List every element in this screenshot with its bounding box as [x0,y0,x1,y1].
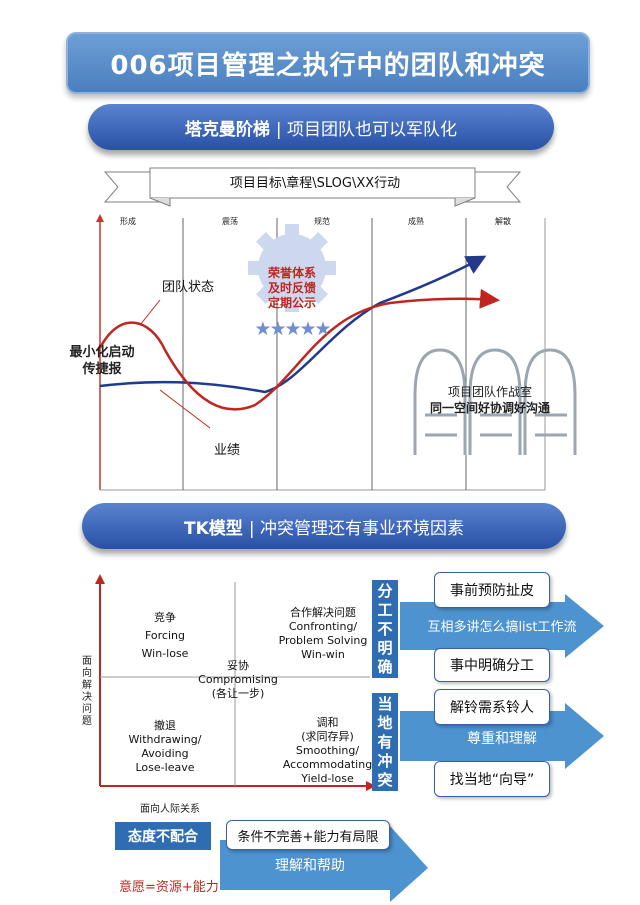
quadrant-line: Forcing [144,629,185,642]
tk-pill-subtitle: | 冲突管理还有事业环境因素 [248,518,464,539]
gear-icon [248,224,336,312]
quadrant-line: 妥协 [227,659,249,672]
arrow-a-text: 互相多讲怎么搞list工作流 [427,620,577,635]
team-state-pointer [139,299,161,326]
tk-pill-title: TK模型 [184,518,243,539]
tuckman-pill-subtitle: | 项目团队也可以军队化 [275,119,458,140]
tuckman-pill-title: 塔克曼阶梯 [184,119,270,140]
war-room-line: 同一空间好协调好沟通 [429,401,550,415]
quadrant-line: Compromising [198,673,278,686]
goal-banner [103,167,522,207]
stage-performing: 成熟 [408,217,424,226]
label-unclear-division: 分 工 不 明 确 [372,580,398,678]
quadrant-line: 竞争 [154,611,176,624]
label-char: 冲 [377,751,393,770]
performance-curve [99,255,487,394]
chairs-icon [413,348,577,455]
quadrant-line: 调和 [316,716,339,729]
page-title: 006项目管理之执行中的团队和冲突 [66,32,590,94]
quadrant-line: (各让一步) [211,687,265,700]
honor-badge: 荣誉体系 及时反馈 定期公示 [252,266,332,311]
label-char: 确 [377,657,393,676]
badge-line: 荣誉体系 [267,266,316,280]
quadrant-line: (求同存异) [301,730,354,743]
tk-pill: TK模型 | 冲突管理还有事业环境因素 [82,503,566,549]
quadrant-line: Problem Solving [278,634,368,647]
team-state-label: 团队状态 [162,280,215,295]
quadrant-line: 撤退 [154,719,176,732]
stage-storming: 震荡 [222,217,238,226]
goal-banner-text: 项目目标\章程\SLOG\XX行动 [229,176,401,191]
left-note-line: 最小化启动 [69,345,135,360]
quadrant-line: Win-lose [141,647,189,660]
tk-y-label: 面向解决问题 [82,656,92,727]
team-state-curve [98,288,500,411]
label-char: 明 [377,638,393,657]
box-prevent-disputes: 事前预防扯皮 [434,572,550,608]
label-local-conflict: 当 地 有 冲 突 [372,693,398,791]
quadrant-problem-solving: 合作解决问题 Confronting/ Problem Solving Win-… [278,606,368,662]
tk-x-label: 面向人际关系 [140,804,200,815]
performance-pointer [159,389,211,429]
box-tie-the-bell: 解铃需系铃人 [434,689,550,725]
label-char: 工 [377,600,393,619]
box-local-guide: 找当地“向导” [434,761,550,797]
tuckman-diagram [96,167,577,491]
left-note: 最小化启动 传捷报 [62,344,142,378]
label-char: 地 [377,713,393,732]
badge-line: 定期公示 [267,296,316,310]
quadrant-forcing: 竞争 Forcing Win-lose [125,609,205,663]
quadrant-smoothing: 调和 (求同存异) Smoothing/ Accommodating Yield… [280,716,375,786]
quadrant-line: Win-win [301,648,345,661]
arrow-a-icon [400,594,604,658]
war-room-note: 项目团队作战室 同一空间好协调好沟通 [400,384,580,416]
quadrant-line: Smoothing/ [295,744,360,757]
formula-text: 意愿=资源+能力 [119,880,219,895]
conditions-box: 条件不完善+能力有局限 [226,820,390,850]
y-axis-arrow-icon [96,214,104,222]
label-char: 突 [377,770,393,789]
label-char: 分 [377,581,393,600]
war-room-line: 项目团队作战室 [447,385,532,399]
performance-label: 业绩 [214,443,241,458]
quadrant-line: Confronting/ [288,620,358,633]
badge-line: 及时反馈 [267,281,316,295]
label-char: 当 [377,694,393,713]
quadrant-line: Accommodating [282,758,373,771]
label-char: 不 [377,619,393,638]
stage-adjourning: 解散 [495,217,511,226]
attitude-label: 态度不配合 [115,822,211,850]
tk-y-arrow-icon [95,574,105,584]
tuckman-pill: 塔克曼阶梯 | 项目团队也可以军队化 [88,104,554,150]
box-clarify-division: 事中明确分工 [434,648,550,682]
quadrant-line: Avoiding [141,747,189,760]
help-arrow-text: 理解和帮助 [275,858,345,874]
stage-norming: 规范 [314,217,330,226]
quadrant-line: 合作解决问题 [290,606,356,619]
left-note-line: 传捷报 [82,362,122,377]
arrow-b-text: 尊重和理解 [467,731,537,747]
quadrant-line: Lose-leave [135,761,195,774]
quadrant-line: Withdrawing/ [128,733,202,746]
tk-x-arrow-icon [366,781,376,791]
quadrant-withdrawing: 撤退 Withdrawing/ Avoiding Lose-leave [120,719,210,775]
stars-icon: ★★★★★ [254,318,331,340]
label-char: 有 [377,732,393,751]
quadrant-line: Yield-lose [301,772,354,785]
center-compromising: 妥协 Compromising (各让一步) [198,659,278,701]
stage-forming: 形成 [120,217,136,226]
